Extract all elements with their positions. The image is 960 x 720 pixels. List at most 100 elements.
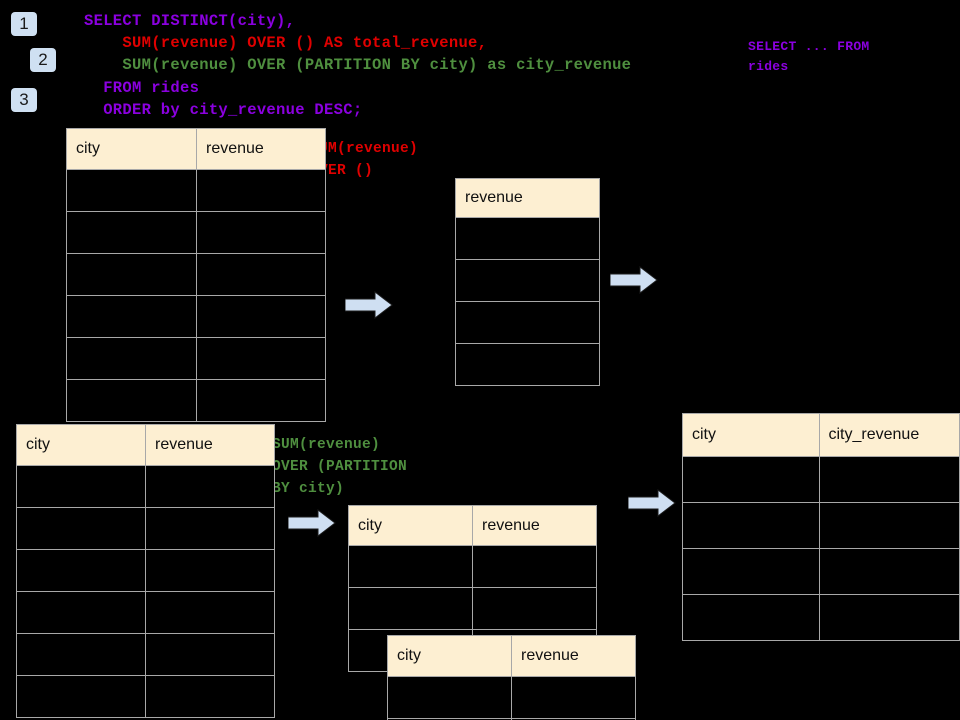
table-row [455, 343, 600, 386]
cell-revenue [455, 343, 600, 386]
cell-city [16, 591, 146, 634]
table-row [66, 211, 326, 254]
cell-city [66, 253, 197, 296]
sql-line-order-by: ORDER by city_revenue DESC; [84, 101, 363, 119]
table-row [66, 337, 326, 380]
cell-city [16, 507, 146, 550]
column-header-city-revenue: city_revenue [818, 413, 960, 457]
cell-city [16, 549, 146, 592]
cell-city [16, 633, 146, 676]
column-header-revenue: revenue [472, 505, 597, 546]
table-row [682, 502, 960, 549]
cell-revenue [196, 379, 326, 422]
table-row [682, 548, 960, 595]
table-row [16, 549, 275, 592]
step-badge-2: 2 [30, 48, 56, 72]
table-row [16, 591, 275, 634]
arrow-right-icon-source-to-total [345, 291, 393, 319]
annotation-select-from-rides: SELECT ... FROM rides [748, 39, 870, 74]
cell-revenue [472, 587, 597, 630]
sql-line-city-revenue: SUM(revenue) OVER (PARTITION BY city) as… [84, 56, 632, 74]
table-final-result: city city_revenue [682, 413, 960, 641]
table-row [66, 295, 326, 338]
arrow-right-icon-source2-to-partition [288, 509, 336, 537]
step-badge-3: 3 [11, 88, 37, 112]
cell-city [66, 337, 197, 380]
cell-revenue [145, 591, 275, 634]
table-partition-group-b: city revenue [387, 635, 636, 720]
cell-city-revenue [818, 502, 960, 549]
column-header-revenue: revenue [196, 128, 326, 170]
table-rides-source: city revenue [66, 128, 326, 422]
cell-city [348, 545, 473, 588]
cell-city-revenue [818, 456, 960, 503]
table-row [16, 675, 275, 718]
table-header-row: city revenue [66, 128, 326, 170]
cell-city [16, 465, 146, 508]
table-row [682, 594, 960, 641]
column-header-city: city [16, 424, 146, 466]
table-row [682, 456, 960, 503]
cell-city [682, 502, 820, 549]
cell-revenue [145, 633, 275, 676]
cell-city [66, 211, 197, 254]
cell-city [682, 456, 820, 503]
arrow-right-icon-partition-to-final [628, 489, 676, 517]
step-badge-1: 1 [11, 12, 37, 36]
table-row [387, 676, 636, 719]
cell-revenue [145, 675, 275, 718]
cell-city [348, 587, 473, 630]
table-row [16, 507, 275, 550]
cell-revenue [455, 301, 600, 344]
cell-revenue [145, 507, 275, 550]
cell-revenue [196, 211, 326, 254]
table-row [387, 718, 636, 720]
table-header-row: city revenue [387, 635, 636, 677]
table-row [455, 217, 600, 260]
table-row [66, 379, 326, 422]
cell-revenue [511, 676, 636, 719]
cell-revenue [145, 549, 275, 592]
cell-revenue [455, 259, 600, 302]
sql-line-select-distinct: SELECT DISTINCT(city), [84, 12, 296, 30]
table-row [16, 465, 275, 508]
arrow-right-icon-total-to-final [610, 266, 658, 294]
cell-city [682, 594, 820, 641]
cell-revenue [472, 545, 597, 588]
cell-city [66, 295, 197, 338]
column-header-revenue: revenue [511, 635, 636, 677]
cell-city [16, 675, 146, 718]
table-row [455, 301, 600, 344]
cell-revenue [196, 337, 326, 380]
sql-line-from: FROM rides [84, 79, 200, 97]
cell-city [66, 169, 197, 212]
cell-city-revenue [818, 594, 960, 641]
cell-city [682, 548, 820, 595]
table-row [16, 633, 275, 676]
annotation-sum-over-partition: SUM(revenue) OVER (PARTITION BY city) [272, 437, 408, 497]
table-header-row: city city_revenue [682, 413, 960, 457]
table-total-revenue-result: revenue [455, 178, 600, 386]
table-header-row: city revenue [16, 424, 275, 466]
table-row [455, 259, 600, 302]
table-row [66, 169, 326, 212]
column-header-revenue: revenue [145, 424, 275, 466]
table-row [348, 545, 597, 588]
table-header-row: city revenue [348, 505, 597, 546]
table-rides-source-2: city revenue [16, 424, 275, 718]
cell-revenue [455, 217, 600, 260]
column-header-city: city [387, 635, 512, 677]
sql-line-total-revenue: SUM(revenue) OVER () AS total_revenue, [84, 34, 488, 52]
cell-revenue [511, 718, 636, 720]
cell-revenue [196, 169, 326, 212]
column-header-city: city [682, 413, 820, 457]
cell-revenue [196, 295, 326, 338]
cell-city [387, 676, 512, 719]
cell-city-revenue [818, 548, 960, 595]
table-row [66, 253, 326, 296]
column-header-revenue: revenue [455, 178, 600, 218]
annotation-sum-over-empty: SUM(revenue) OVER () [310, 141, 419, 179]
column-header-city: city [348, 505, 473, 546]
column-header-city: city [66, 128, 197, 170]
